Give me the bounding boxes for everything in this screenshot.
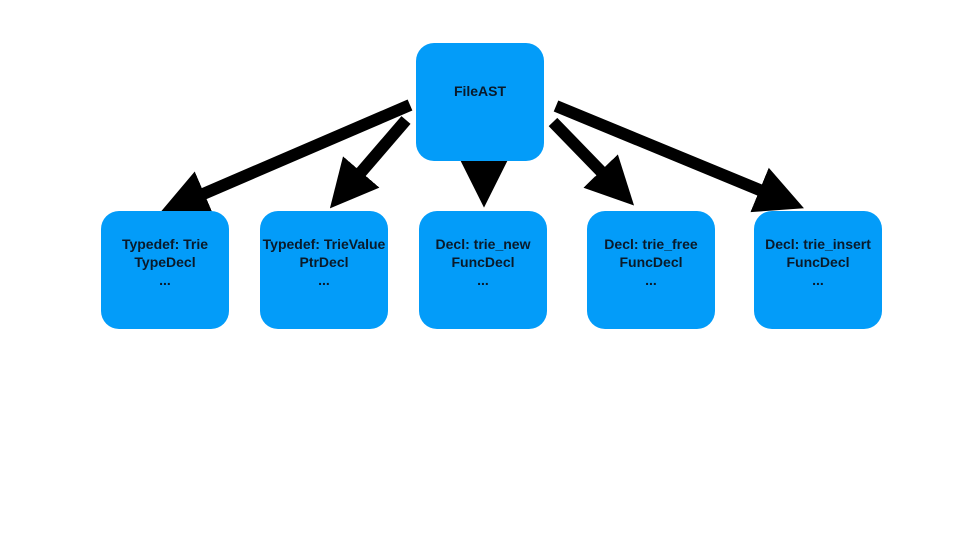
node-typedef-trievalue: Typedef: TrieValue PtrDecl ... — [260, 211, 388, 329]
node-ellipsis: ... — [318, 272, 330, 288]
edge-fileast-to-typedef-trievalue — [329, 116, 411, 209]
node-decl-trie-new: Decl: trie_new FuncDecl ... — [419, 211, 547, 329]
node-type: FuncDecl — [619, 254, 683, 270]
edge-fileast-to-decl-trie-insert — [553, 100, 804, 213]
node-decl-trie-free: Decl: trie_free FuncDecl ... — [587, 211, 715, 329]
node-ellipsis: ... — [812, 272, 824, 288]
node-label: Typedef: TrieValue — [262, 236, 386, 252]
node-label: Decl: trie_new — [435, 236, 531, 252]
node-label: Decl: trie_insert — [765, 236, 871, 252]
node-ellipsis: ... — [477, 272, 489, 288]
node-ellipsis: ... — [159, 272, 171, 288]
node-type: FuncDecl — [451, 254, 515, 270]
node-type: PtrDecl — [299, 254, 349, 270]
node-label: Typedef: Trie — [121, 236, 209, 252]
node-label: Decl: trie_free — [604, 236, 698, 252]
node-ellipsis: ... — [645, 272, 657, 288]
edge-fileast-to-decl-trie-free — [548, 117, 635, 206]
node-type: TypeDecl — [134, 254, 196, 270]
edge-fileast-to-typedef-trie — [160, 99, 413, 216]
node-decl-trie-insert: Decl: trie_insert FuncDecl ... — [754, 211, 882, 329]
node-label: FileAST — [453, 83, 507, 99]
node-typedef-trie: Typedef: Trie TypeDecl ... — [101, 211, 229, 329]
node-type: FuncDecl — [786, 254, 850, 270]
node-fileast: FileAST — [416, 43, 544, 161]
